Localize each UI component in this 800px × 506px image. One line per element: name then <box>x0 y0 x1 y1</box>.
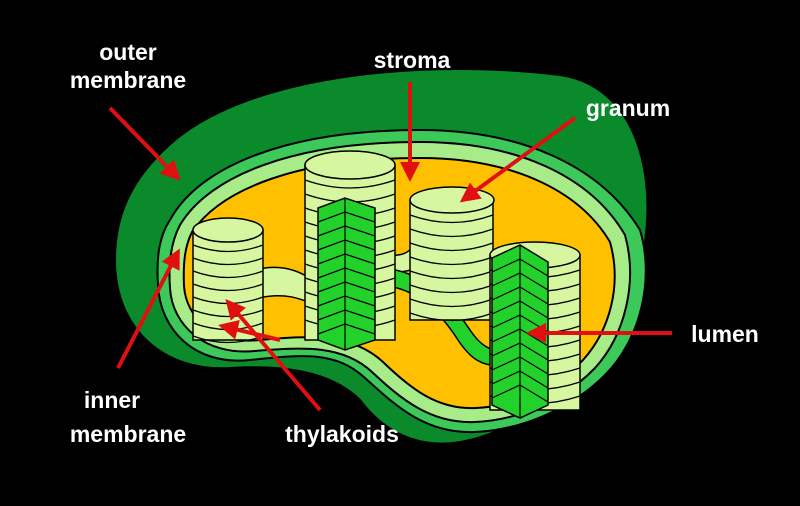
granum-center-cut <box>317 197 376 351</box>
label-outer-membrane-line1: outer <box>99 39 157 65</box>
label-outer-membrane-line2: membrane <box>70 67 186 93</box>
granum-center <box>304 150 396 351</box>
arrow-outer-membrane <box>108 106 181 181</box>
label-lumen: lumen <box>691 321 759 347</box>
granum-left <box>192 217 264 344</box>
label-stroma: stroma <box>374 47 451 73</box>
arrow-granum <box>459 116 577 203</box>
label-granum: granum <box>586 95 670 121</box>
granum-upper-right <box>409 186 495 322</box>
arrow-thylakoids-upper <box>225 298 322 412</box>
label-inner-membrane-line1: inner <box>84 387 140 413</box>
label-inner-membrane-line2: membrane <box>70 421 186 447</box>
granum-lower-right <box>489 241 581 419</box>
arrow-thylakoids-lower <box>218 320 281 342</box>
label-thylakoids: thylakoids <box>285 421 399 447</box>
arrow-inner-membrane <box>116 248 180 369</box>
